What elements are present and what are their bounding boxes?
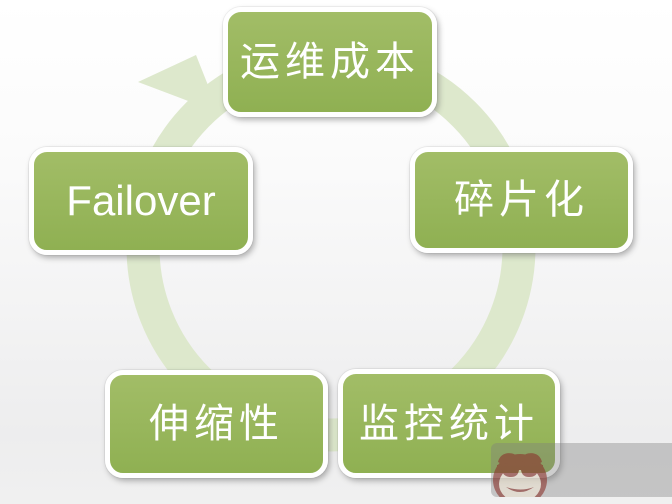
node-label: 运维成本 — [240, 39, 420, 84]
node-label: 伸缩性 — [149, 401, 284, 446]
node-label: Failover — [66, 177, 216, 224]
monkey-with-sunglasses-icon — [493, 453, 547, 497]
node-failover: Failover — [29, 147, 253, 255]
node-operations-cost: 运维成本 — [223, 7, 437, 117]
watermark — [491, 443, 672, 497]
node-label: 碎片化 — [454, 177, 589, 222]
node-fragmentation: 碎片化 — [410, 147, 633, 253]
cycle-arrowhead-icon — [138, 55, 219, 113]
node-label: 监控统计 — [359, 400, 539, 446]
node-scalability: 伸缩性 — [105, 370, 328, 478]
